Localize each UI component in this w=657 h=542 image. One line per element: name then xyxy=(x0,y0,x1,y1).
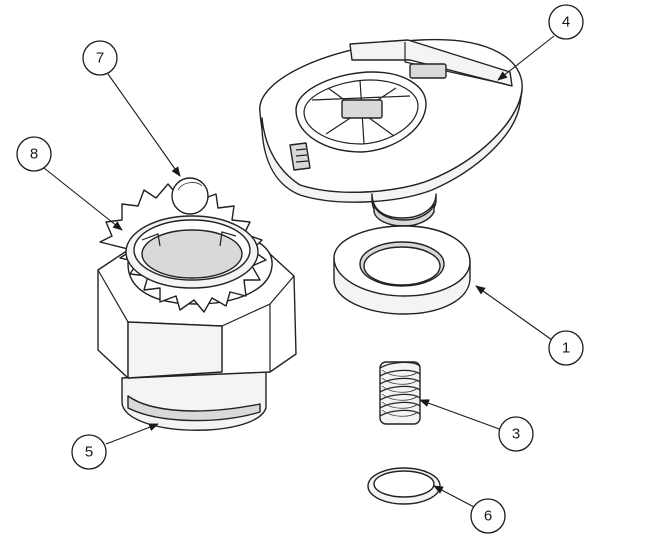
leader-4 xyxy=(497,35,555,81)
leader-6 xyxy=(433,485,477,509)
callout-1: 1 xyxy=(548,330,584,366)
callout-8-label: 8 xyxy=(30,146,38,163)
callout-8: 8 xyxy=(16,136,52,172)
callout-6: 6 xyxy=(470,498,506,534)
leader-7 xyxy=(107,73,181,177)
part-6-o-ring xyxy=(367,467,441,505)
part-4-cap xyxy=(259,38,523,227)
part-7-ball xyxy=(171,177,209,215)
callout-7-label: 7 xyxy=(96,50,104,67)
part-8-star-ring xyxy=(99,183,267,313)
callout-4: 4 xyxy=(548,4,584,40)
leader-5 xyxy=(105,423,159,445)
callout-5: 5 xyxy=(71,434,107,470)
callout-3-label: 3 xyxy=(512,426,520,443)
callout-4-label: 4 xyxy=(562,14,570,31)
callout-1-label: 1 xyxy=(562,340,570,357)
leader-3 xyxy=(419,399,503,431)
callout-7: 7 xyxy=(82,40,118,76)
callout-5-label: 5 xyxy=(85,444,93,461)
leader-8 xyxy=(43,167,123,231)
leader-lines xyxy=(43,35,555,509)
callout-6-label: 6 xyxy=(484,508,492,525)
callout-3: 3 xyxy=(498,416,534,452)
part-3-spring xyxy=(379,361,421,425)
part-1-washer xyxy=(333,225,471,315)
leader-1 xyxy=(475,285,553,341)
